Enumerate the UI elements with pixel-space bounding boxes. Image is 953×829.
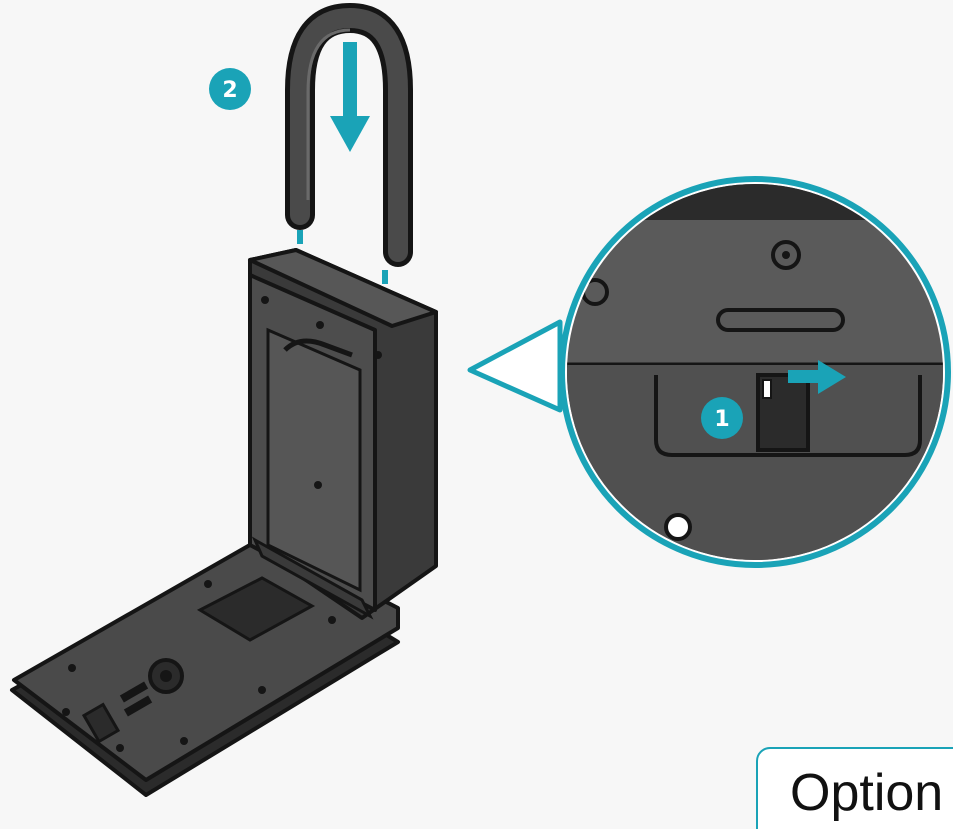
zoom-callout: 1: [467, 176, 951, 568]
step-2-number: 2: [222, 78, 237, 103]
shackle: [285, 2, 413, 267]
step-1-badge: 1: [701, 397, 743, 439]
option-label-box: Option: [756, 747, 953, 829]
down-arrow-icon: [330, 42, 370, 152]
step-1-number: 1: [714, 407, 729, 432]
option-label-text: Option: [790, 764, 944, 822]
right-arrow-icon: [788, 360, 846, 394]
step-2-badge: 2: [209, 68, 251, 110]
lockbox: [10, 248, 438, 797]
